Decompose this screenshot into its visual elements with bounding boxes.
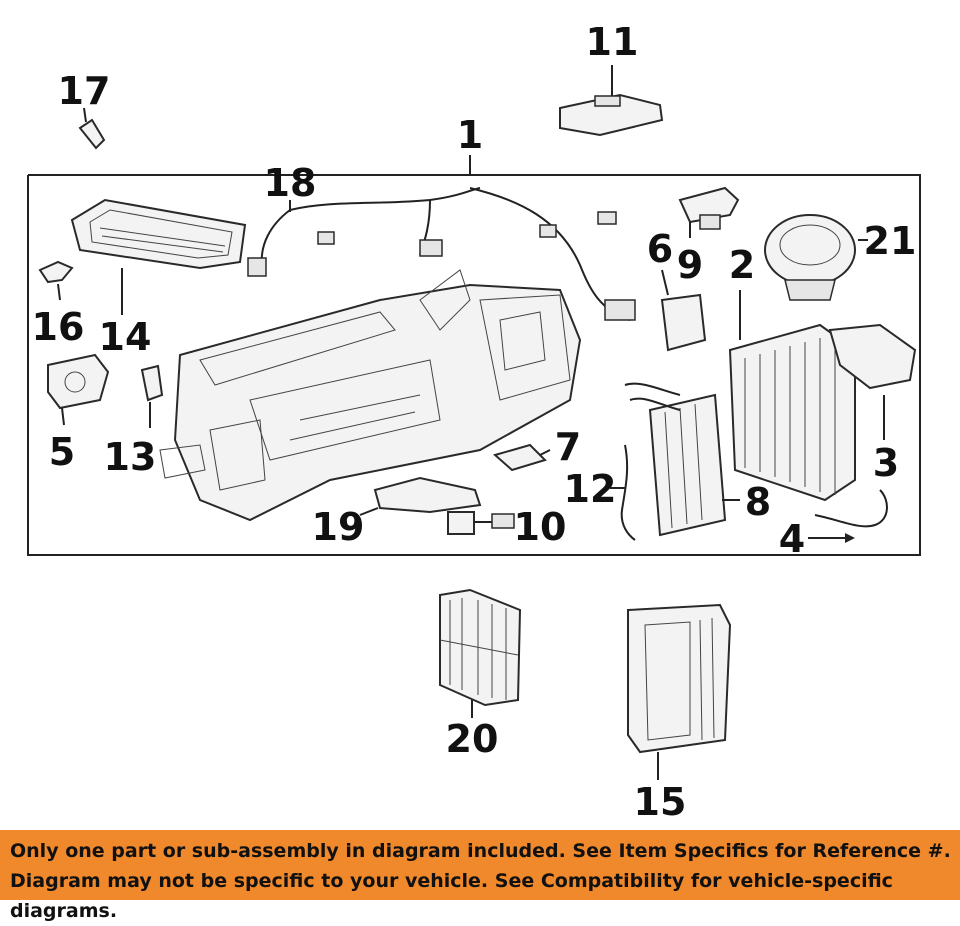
callout-20: 20	[446, 717, 499, 761]
part-15-heater-case	[627, 603, 732, 780]
part-17-clip	[78, 107, 106, 150]
part-21-blower-motor	[764, 214, 868, 301]
part-19-bracket	[359, 476, 482, 516]
callout-12: 12	[564, 467, 617, 511]
disclaimer-line-2: Diagram may not be specific to your vehi…	[10, 870, 893, 922]
part-5-actuator	[47, 353, 110, 426]
callout-11: 11	[586, 20, 639, 64]
disclaimer-line-1: Only one part or sub-assembly in diagram…	[10, 840, 951, 862]
part-18-wire-harness	[247, 187, 636, 321]
part-8-heater-core	[624, 382, 740, 537]
callout-10: 10	[514, 505, 567, 549]
callout-16: 16	[32, 305, 85, 349]
callout-3: 3	[873, 441, 899, 485]
callout-15: 15	[634, 780, 687, 824]
assembly-box	[27, 174, 921, 556]
callout-1: 1	[457, 113, 483, 157]
callout-7: 7	[555, 425, 581, 469]
heater-case-assembly	[159, 269, 582, 522]
parts-diagram-page: 1 2 3 4 5 6 7 8 9 10 11 12 13 14 15 16 1…	[0, 20, 960, 922]
callout-4: 4	[779, 517, 805, 561]
callout-21: 21	[864, 219, 917, 263]
part-14-case-cover	[70, 198, 247, 315]
callout-8: 8	[745, 480, 771, 524]
callout-17: 17	[58, 69, 111, 113]
part-20-cabin-filter	[439, 588, 522, 718]
callout-5: 5	[49, 430, 75, 474]
part-3-expansion-valve	[828, 323, 917, 440]
part-11-control-head	[559, 65, 664, 137]
hvac-parts-diagram: 1 2 3 4 5 6 7 8 9 10 11 12 13 14 15 16 1…	[27, 20, 921, 824]
callout-18: 18	[264, 161, 317, 205]
part-7-bracket	[492, 443, 551, 472]
part-6-actuator	[660, 269, 707, 352]
callout-14: 14	[99, 315, 152, 359]
part-13-sensor	[140, 364, 164, 428]
callout-19: 19	[312, 505, 365, 549]
callout-9: 9	[677, 243, 703, 287]
callout-6: 6	[647, 227, 673, 271]
part-9-switch	[678, 186, 740, 238]
callout-2: 2	[729, 243, 755, 287]
part-10-resistor	[447, 511, 515, 535]
part-12-wire	[610, 444, 636, 541]
part-16-bracket	[38, 260, 74, 301]
part-2-evaporator-core	[728, 290, 856, 502]
part-4-sensor	[808, 489, 888, 543]
disclaimer-banner: Only one part or sub-assembly in diagram…	[0, 830, 960, 922]
callout-13: 13	[104, 435, 157, 479]
